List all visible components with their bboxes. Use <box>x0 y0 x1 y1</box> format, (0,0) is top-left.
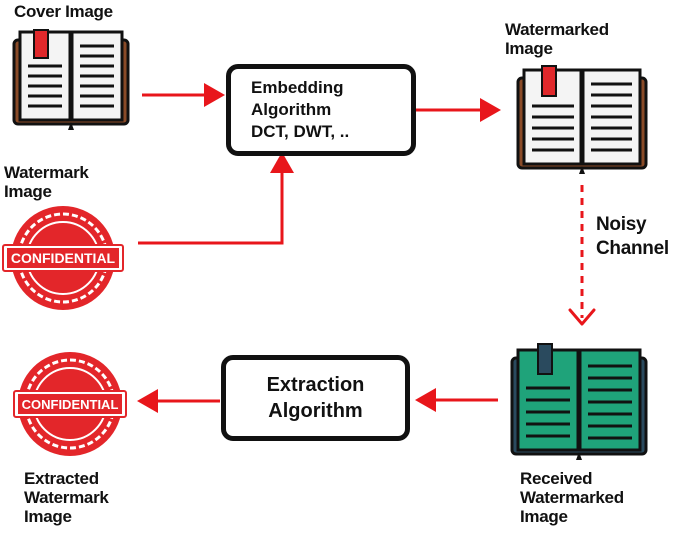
watermark-stamp-icon: CONFIDENTIAL <box>2 206 124 310</box>
arrow-watermark-to-embedding <box>138 152 294 245</box>
watermark-image-label: Watermark Image <box>4 163 89 201</box>
extracted-watermark-image-label: Extracted Watermark Image <box>24 469 109 526</box>
watermarked-book-icon <box>516 65 648 174</box>
stamp-text-top: CONFIDENTIAL <box>11 250 116 266</box>
watermarked-image-label: Watermarked Image <box>505 20 609 58</box>
embedding-algorithm-box: Embedding Algorithm DCT, DWT, .. <box>226 64 416 156</box>
stamp-text-bottom: CONFIDENTIAL <box>22 397 119 412</box>
noisy-channel-label: Noisy Channel <box>596 214 669 259</box>
received-book-icon <box>510 343 648 460</box>
embedding-algorithm-text: Embedding Algorithm DCT, DWT, .. <box>251 78 350 141</box>
received-watermarked-image-label: Received Watermarked Image <box>520 469 624 526</box>
extraction-algorithm-text: Extraction Algorithm <box>266 374 365 422</box>
cover-image-label: Cover Image <box>14 2 113 21</box>
extracted-stamp-icon: CONFIDENTIAL <box>13 352 127 456</box>
arrow-noisy-channel-head <box>568 308 596 326</box>
extraction-algorithm-box: Extraction Algorithm <box>221 355 410 441</box>
cover-book-icon <box>12 29 130 130</box>
